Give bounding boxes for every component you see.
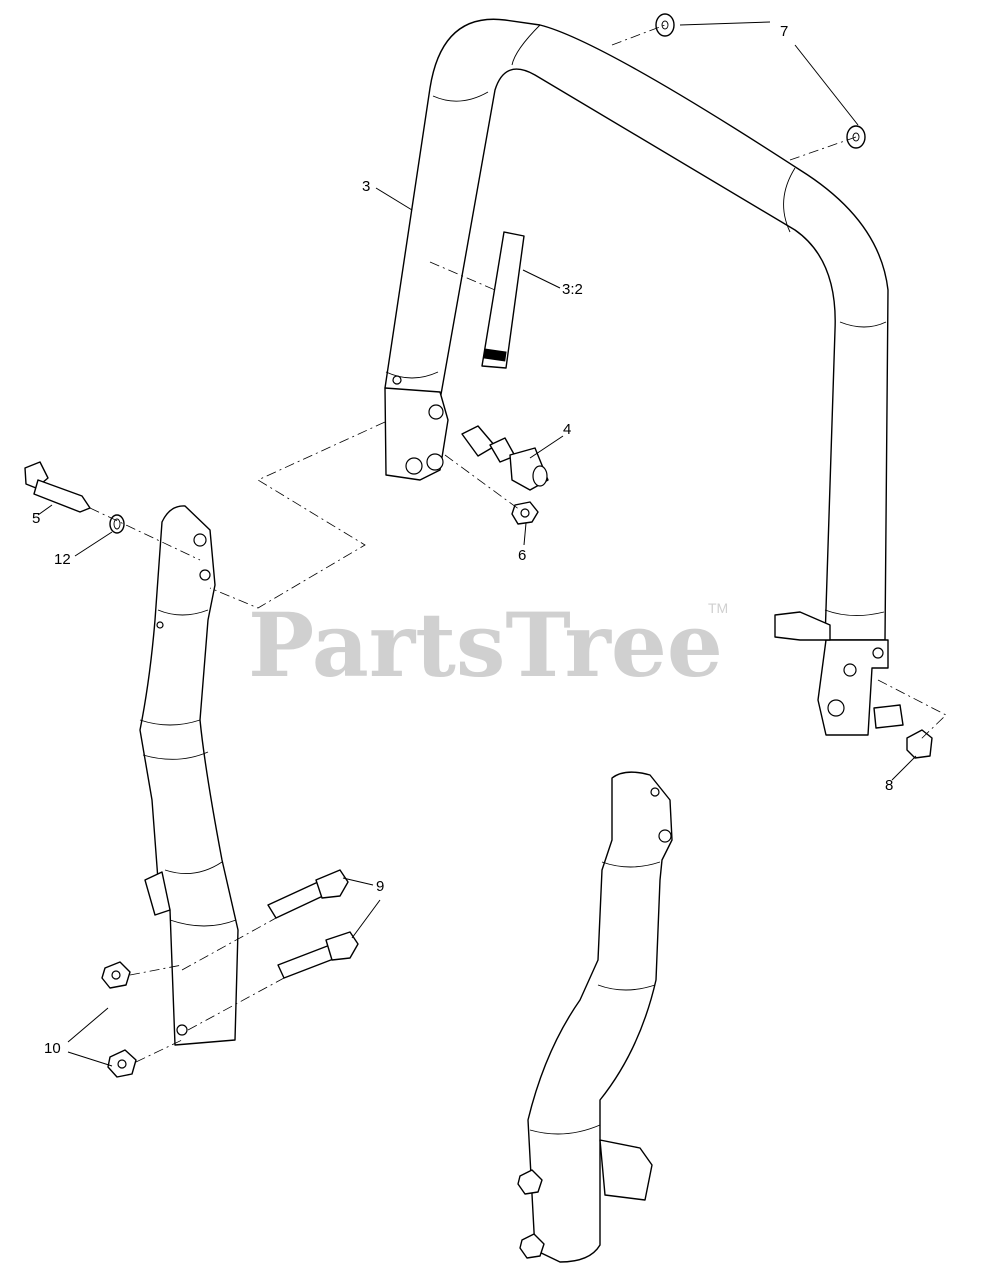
decal-label[interactable] — [481, 231, 525, 369]
leader-line — [74, 531, 113, 557]
leader-line — [679, 21, 771, 26]
alignment-line — [209, 421, 386, 609]
upper-roll-bar[interactable] — [384, 18, 889, 641]
latch-pin[interactable] — [461, 425, 549, 491]
watermark-trademark: TM — [708, 600, 728, 616]
callout-3: 3 — [362, 178, 370, 195]
decal-barcode — [483, 348, 507, 362]
alignment-line — [129, 917, 277, 976]
bolt-9-upper[interactable] — [267, 869, 349, 919]
callout-9: 9 — [376, 878, 384, 895]
hex-nut-10-lower[interactable] — [107, 1049, 137, 1078]
leader-line — [794, 44, 859, 126]
hex-nut-10-upper[interactable] — [101, 961, 131, 989]
leader-line — [522, 269, 561, 289]
tube-cap-top[interactable] — [655, 13, 675, 37]
callout-10: 10 — [44, 1040, 61, 1057]
callout-8: 8 — [885, 777, 893, 794]
callout-5: 5 — [32, 510, 40, 527]
watermark-text: PartsTree — [248, 593, 723, 697]
bolt-9-lower[interactable] — [277, 931, 359, 979]
alignment-line — [444, 454, 521, 511]
leader-line — [37, 504, 53, 516]
alignment-line — [877, 679, 947, 741]
leader-line — [375, 187, 413, 211]
callout-4: 4 — [563, 421, 571, 438]
alignment-line — [429, 261, 496, 291]
callout-7: 7 — [780, 23, 788, 40]
right-lower-roll-bar[interactable] — [517, 771, 673, 1263]
leader-line — [891, 755, 917, 781]
leader-line — [351, 899, 381, 939]
right-pivot-bracket[interactable] — [774, 611, 933, 759]
alignment-line — [611, 24, 857, 161]
washer-12[interactable] — [109, 514, 125, 534]
hex-nut-6[interactable] — [511, 501, 539, 525]
callout-3-2: 3:2 — [562, 281, 583, 298]
leader-line — [529, 435, 564, 459]
leader-line — [523, 522, 527, 546]
alignment-line — [135, 977, 285, 1063]
left-lower-roll-bar[interactable] — [139, 505, 239, 1046]
leader-line — [67, 1007, 113, 1067]
alignment-line — [89, 507, 201, 561]
leader-line — [342, 877, 374, 886]
callout-12: 12 — [54, 551, 71, 568]
callout-6: 6 — [518, 547, 526, 564]
pivot-bolt[interactable] — [24, 461, 91, 513]
